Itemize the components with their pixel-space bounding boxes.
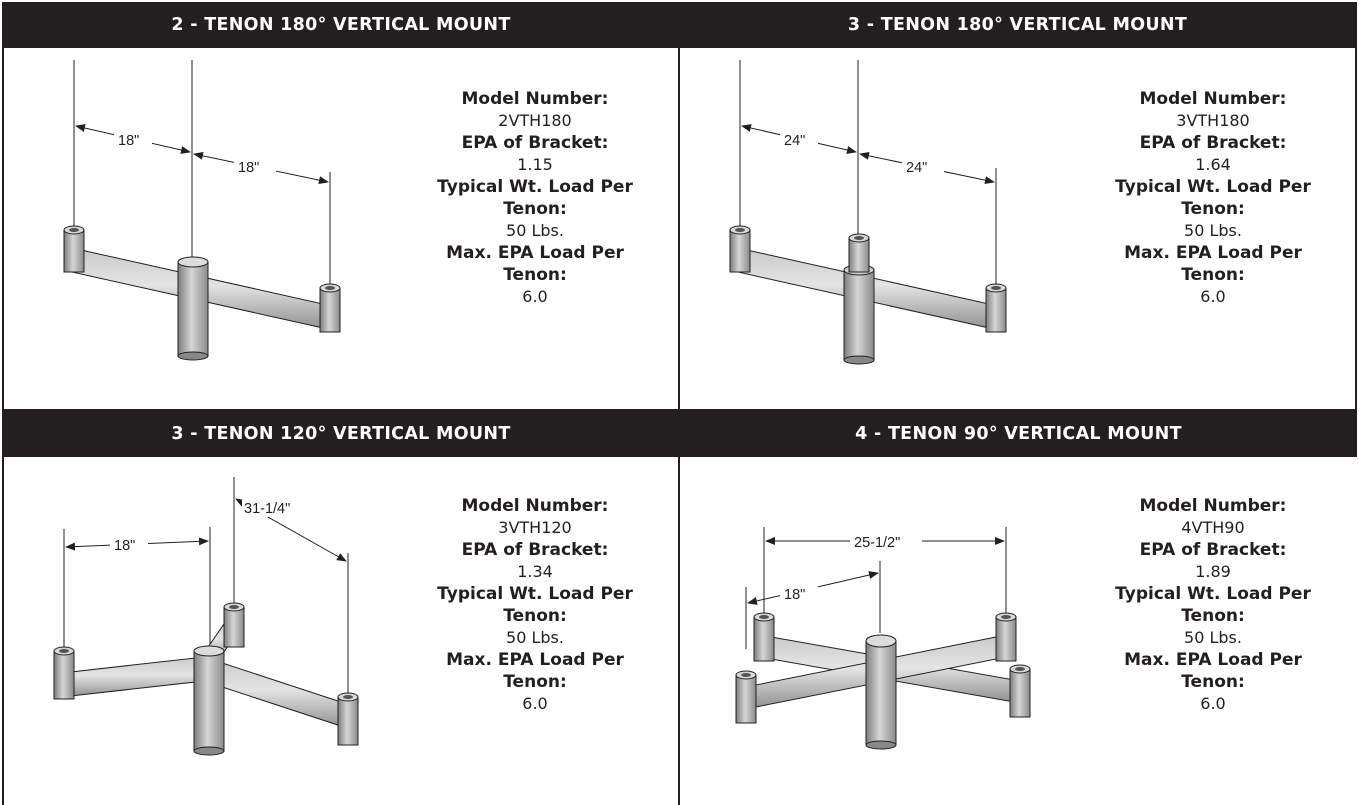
dimension-label: 31-1/4" bbox=[244, 501, 290, 517]
dimension-label: 18" bbox=[238, 160, 259, 176]
dimension-label: 18" bbox=[784, 587, 805, 603]
spec-block: Model Number: 3VTH180 EPA of Bracket: 1.… bbox=[1088, 88, 1338, 308]
typical-weight-label-tenon: Tenon: bbox=[1181, 199, 1245, 219]
typical-weight-label: Typical Wt. Load Per bbox=[1115, 177, 1311, 197]
spec-block: Model Number: 2VTH180 EPA of Bracket: 1.… bbox=[410, 88, 660, 308]
panel-title: 3 - TENON 120° VERTICAL MOUNT bbox=[4, 411, 678, 457]
max-epa-value: 6.0 bbox=[1200, 694, 1226, 713]
panel-3-tenon-120: 3 - TENON 120° VERTICAL MOUNT 18" 31-1/4… bbox=[2, 411, 678, 805]
max-epa-label: Max. EPA Load Per bbox=[446, 243, 624, 263]
dimension-label: 25-1/2" bbox=[854, 535, 900, 551]
dimension-label: 18" bbox=[118, 133, 139, 149]
model-number-value: 3VTH120 bbox=[498, 518, 572, 537]
typical-weight-label-tenon: Tenon: bbox=[1181, 606, 1245, 626]
typical-weight-label: Typical Wt. Load Per bbox=[1115, 584, 1311, 604]
max-epa-value: 6.0 bbox=[1200, 287, 1226, 306]
max-epa-label: Max. EPA Load Per bbox=[446, 650, 624, 670]
panel-title: 3 - TENON 180° VERTICAL MOUNT bbox=[680, 2, 1355, 48]
model-number-label: Model Number: bbox=[461, 89, 609, 109]
bracket-diagram-3vth180: 24" 24" bbox=[729, 60, 1007, 365]
typical-weight-label: Typical Wt. Load Per bbox=[437, 177, 633, 197]
typical-weight-label-tenon: Tenon: bbox=[503, 606, 567, 626]
panel-3-tenon-180: 3 - TENON 180° VERTICAL MOUNT 24" 24" bbox=[678, 2, 1357, 411]
typical-weight-value: 50 Lbs. bbox=[1184, 628, 1242, 647]
panel-title: 2 - TENON 180° VERTICAL MOUNT bbox=[4, 2, 678, 48]
epa-bracket-value: 1.34 bbox=[517, 562, 553, 581]
max-epa-label: Max. EPA Load Per bbox=[1124, 243, 1302, 263]
bracket-diagram-4vth90: 25-1/2" 18" bbox=[735, 527, 1031, 750]
max-epa-label-tenon: Tenon: bbox=[1181, 265, 1245, 285]
epa-bracket-label: EPA of Bracket: bbox=[1139, 540, 1287, 560]
typical-weight-label: Typical Wt. Load Per bbox=[437, 584, 633, 604]
max-epa-label-tenon: Tenon: bbox=[503, 265, 567, 285]
typical-weight-label-tenon: Tenon: bbox=[503, 199, 567, 219]
bracket-diagram-3vth120: 18" 31-1/4" bbox=[53, 477, 359, 756]
panel-4-tenon-90: 4 - TENON 90° VERTICAL MOUNT 25-1/2" 18" bbox=[678, 411, 1357, 805]
spec-block: Model Number: 3VTH120 EPA of Bracket: 1.… bbox=[410, 495, 660, 715]
model-number-label: Model Number: bbox=[1139, 89, 1287, 109]
dimension-label: 18" bbox=[114, 538, 135, 554]
epa-bracket-value: 1.89 bbox=[1195, 562, 1231, 581]
model-number-value: 2VTH180 bbox=[498, 111, 572, 130]
panel-title: 4 - TENON 90° VERTICAL MOUNT bbox=[680, 411, 1357, 457]
max-epa-value: 6.0 bbox=[522, 694, 548, 713]
epa-bracket-value: 1.15 bbox=[517, 155, 553, 174]
epa-bracket-label: EPA of Bracket: bbox=[461, 133, 609, 153]
model-number-label: Model Number: bbox=[461, 496, 609, 516]
bracket-diagram-2vth180: 18" 18" bbox=[63, 60, 341, 361]
epa-bracket-label: EPA of Bracket: bbox=[461, 540, 609, 560]
epa-bracket-value: 1.64 bbox=[1195, 155, 1231, 174]
typical-weight-value: 50 Lbs. bbox=[1184, 221, 1242, 240]
dimension-label: 24" bbox=[906, 160, 927, 176]
max-epa-value: 6.0 bbox=[522, 287, 548, 306]
spec-block: Model Number: 4VTH90 EPA of Bracket: 1.8… bbox=[1088, 495, 1338, 715]
typical-weight-value: 50 Lbs. bbox=[506, 628, 564, 647]
model-number-value: 4VTH90 bbox=[1181, 518, 1245, 537]
max-epa-label: Max. EPA Load Per bbox=[1124, 650, 1302, 670]
model-number-label: Model Number: bbox=[1139, 496, 1287, 516]
typical-weight-value: 50 Lbs. bbox=[506, 221, 564, 240]
max-epa-label-tenon: Tenon: bbox=[1181, 672, 1245, 692]
model-number-value: 3VTH180 bbox=[1176, 111, 1250, 130]
epa-bracket-label: EPA of Bracket: bbox=[1139, 133, 1287, 153]
panel-2-tenon-180: 2 - TENON 180° VERTICAL MOUNT 18" 18" bbox=[2, 2, 678, 411]
dimension-label: 24" bbox=[784, 133, 805, 149]
max-epa-label-tenon: Tenon: bbox=[503, 672, 567, 692]
